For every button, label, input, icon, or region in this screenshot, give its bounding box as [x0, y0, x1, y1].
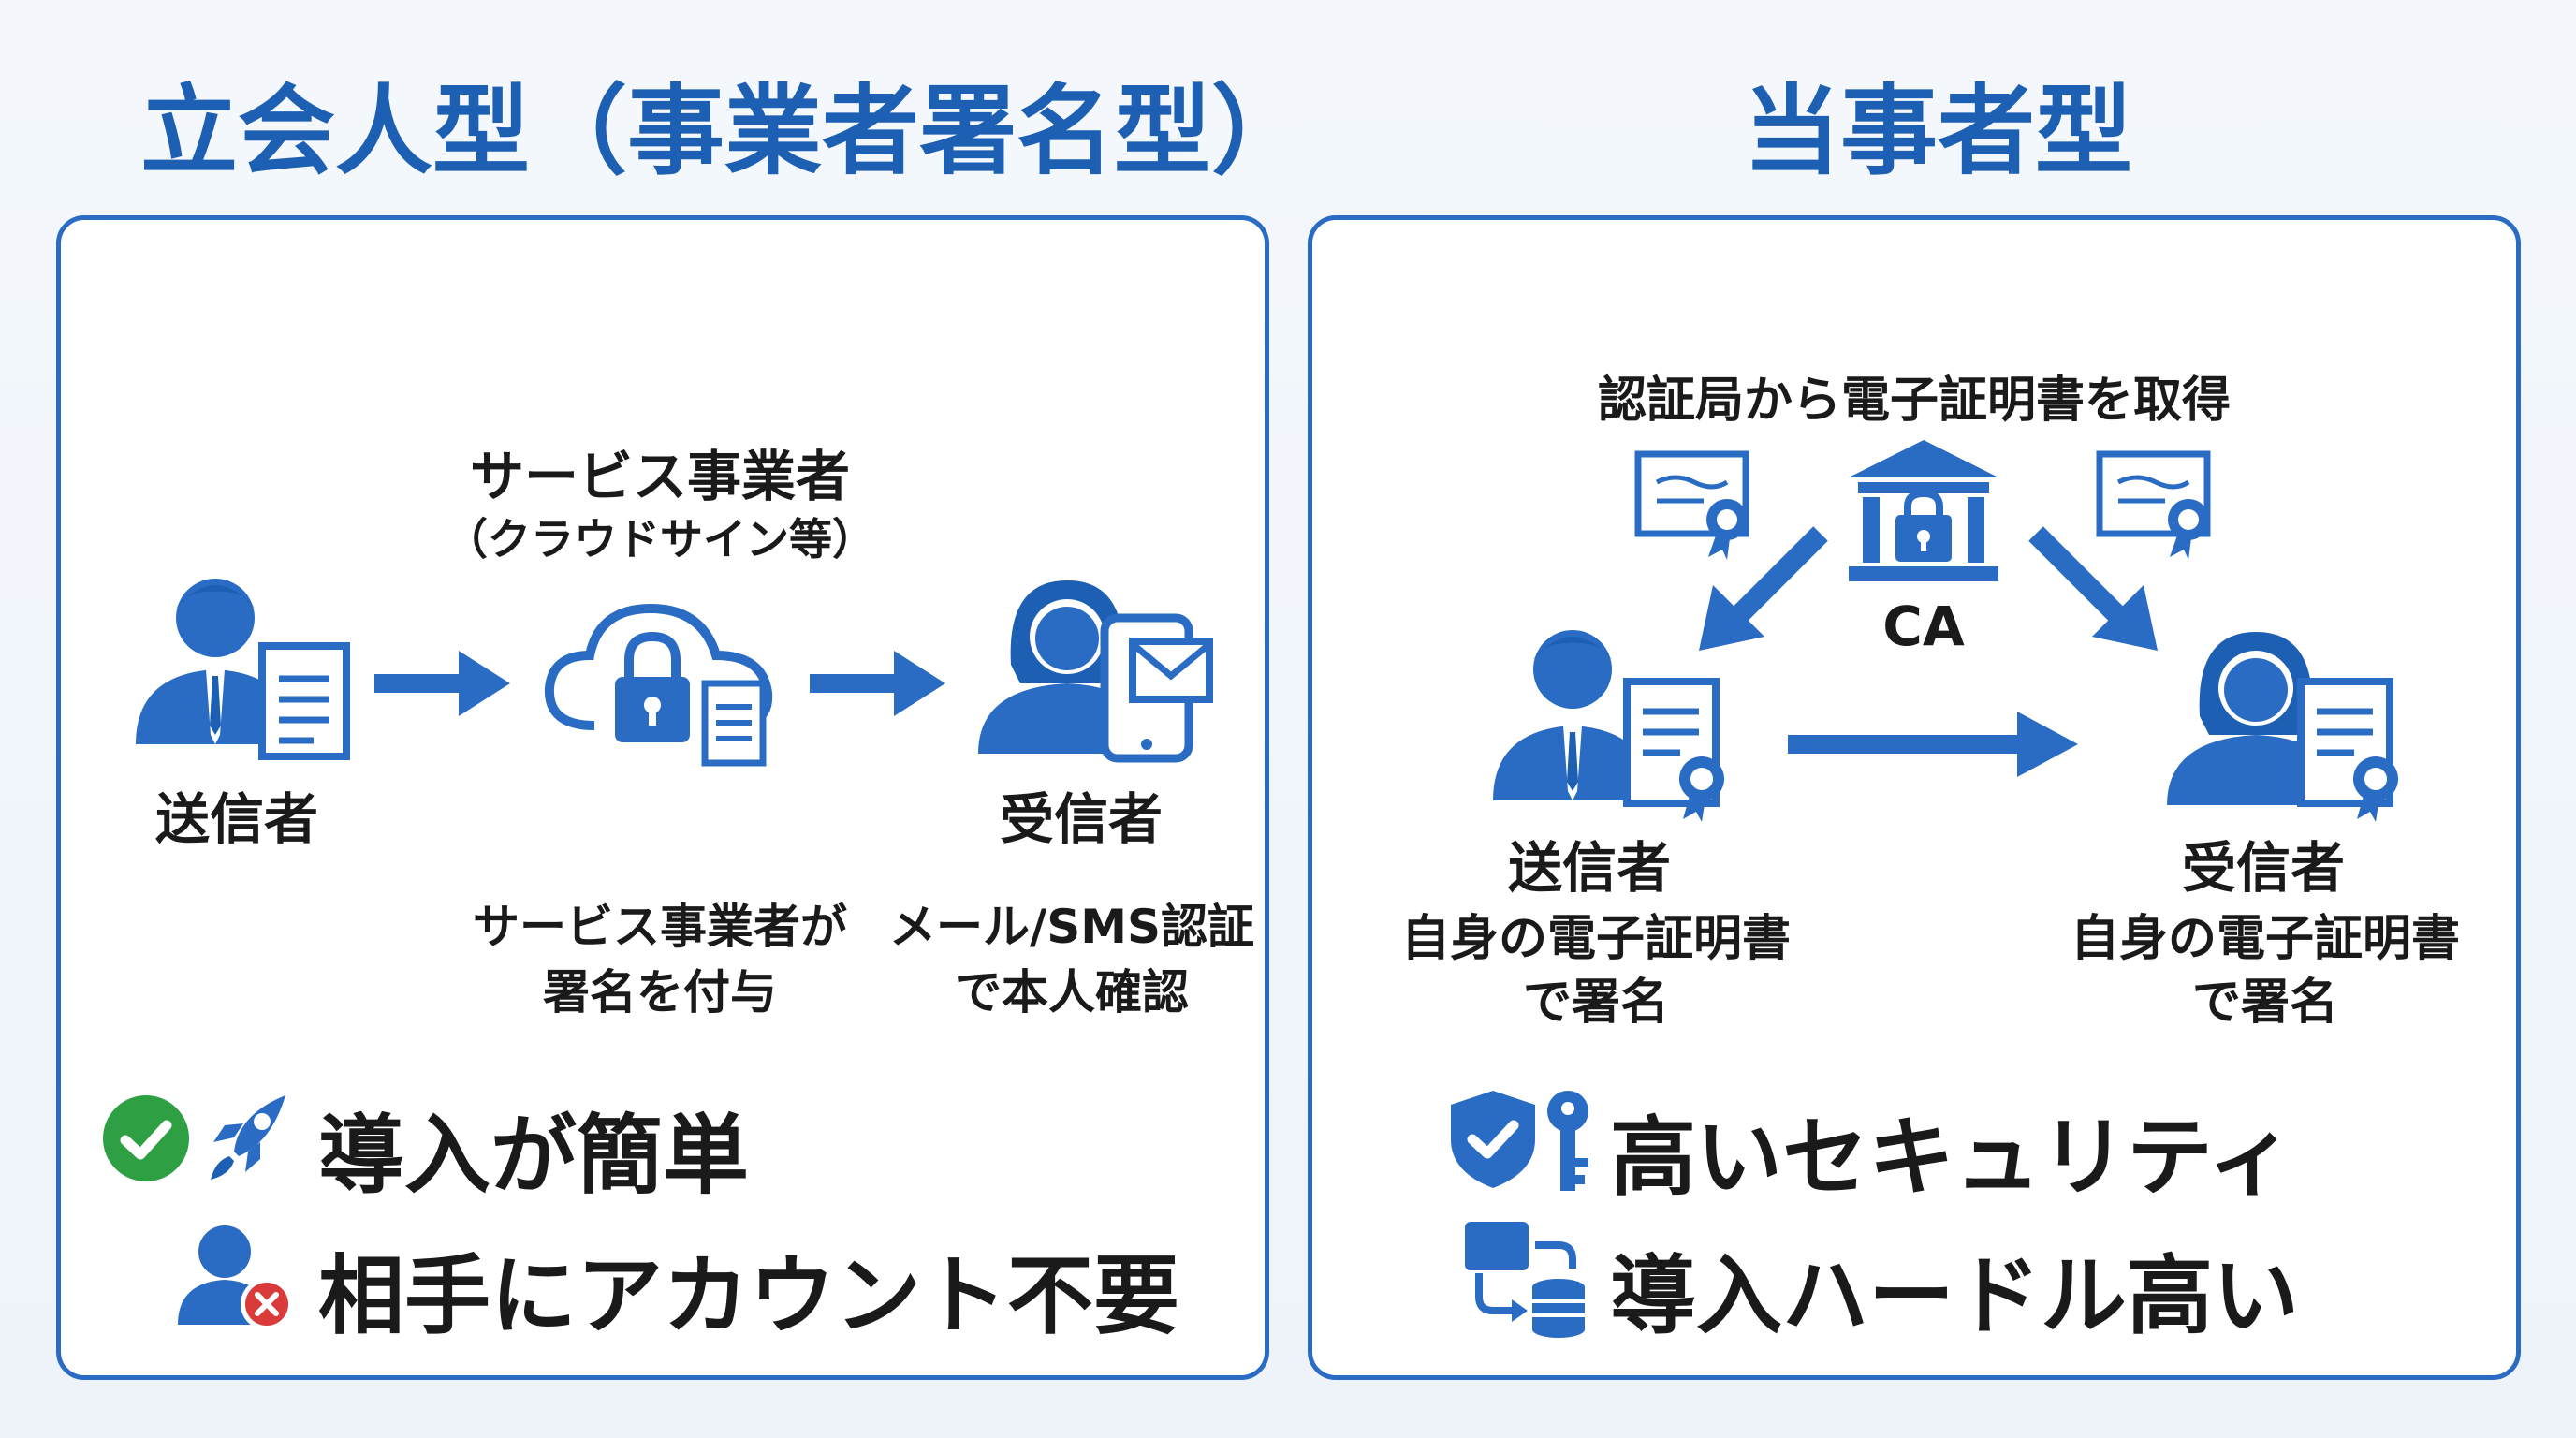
ca-label: CA [1882, 594, 1965, 658]
arrow-right-icon [1788, 712, 2078, 777]
sender-desc-1: 自身の電子証明書 [1400, 911, 1792, 967]
workflow-database-icon [1465, 1222, 1585, 1338]
desc-receiver-1: メール/SMS認証 [888, 900, 1255, 954]
service-label: サービス事業者 [469, 445, 851, 508]
right-sender-label: 送信者 [1507, 836, 1672, 900]
certificate-icon [1634, 450, 1749, 560]
ca-caption: 認証局から電子証明書を取得 [1597, 373, 2232, 429]
left-title: 立会人型（事業者署名型） [140, 74, 1310, 188]
person-doc-icon [136, 579, 350, 760]
left-sender-label: 送信者 [154, 787, 319, 851]
person-cert-icon [1493, 630, 1724, 822]
woman-phone-mail-icon [978, 580, 1213, 763]
feature-high-barrier: 導入ハードル高い [1610, 1246, 2300, 1346]
arrow-down-right-icon [2028, 526, 2158, 651]
key-icon [1547, 1091, 1588, 1191]
cloud-lock-icon [544, 603, 773, 767]
arrow-right-icon [374, 651, 510, 716]
right-receiver-label: 受信者 [2181, 836, 2346, 900]
desc-service-1: サービス事業者が [473, 900, 847, 954]
benefit-no-account: 相手にアカウント不要 [318, 1246, 1180, 1346]
service-sub: （クラウドサイン等） [445, 514, 875, 565]
check-circle-icon [103, 1095, 189, 1181]
left-panel [56, 215, 1269, 1380]
sender-desc-2: で署名 [1522, 975, 1670, 1031]
feature-security: 高いセキュリティ [1610, 1108, 2294, 1208]
receiver-desc-2: で署名 [2191, 975, 2339, 1031]
desc-service-2: 署名を付与 [543, 965, 777, 1020]
user-x-icon [178, 1225, 293, 1330]
desc-receiver-2: で本人確認 [955, 965, 1189, 1020]
certificate-icon [2096, 450, 2211, 560]
bank-lock-icon [1849, 440, 1998, 581]
left-receiver-label: 受信者 [999, 787, 1164, 851]
right-title: 当事者型 [1743, 74, 2133, 188]
woman-cert-icon [2167, 632, 2398, 822]
benefit-easy: 導入が簡単 [318, 1106, 750, 1206]
receiver-desc-1: 自身の電子証明書 [2070, 911, 2461, 967]
arrow-down-left-icon [1699, 526, 1828, 651]
rocket-icon [211, 1095, 285, 1180]
shield-check-icon [1451, 1091, 1535, 1188]
arrow-right-icon [810, 651, 945, 716]
